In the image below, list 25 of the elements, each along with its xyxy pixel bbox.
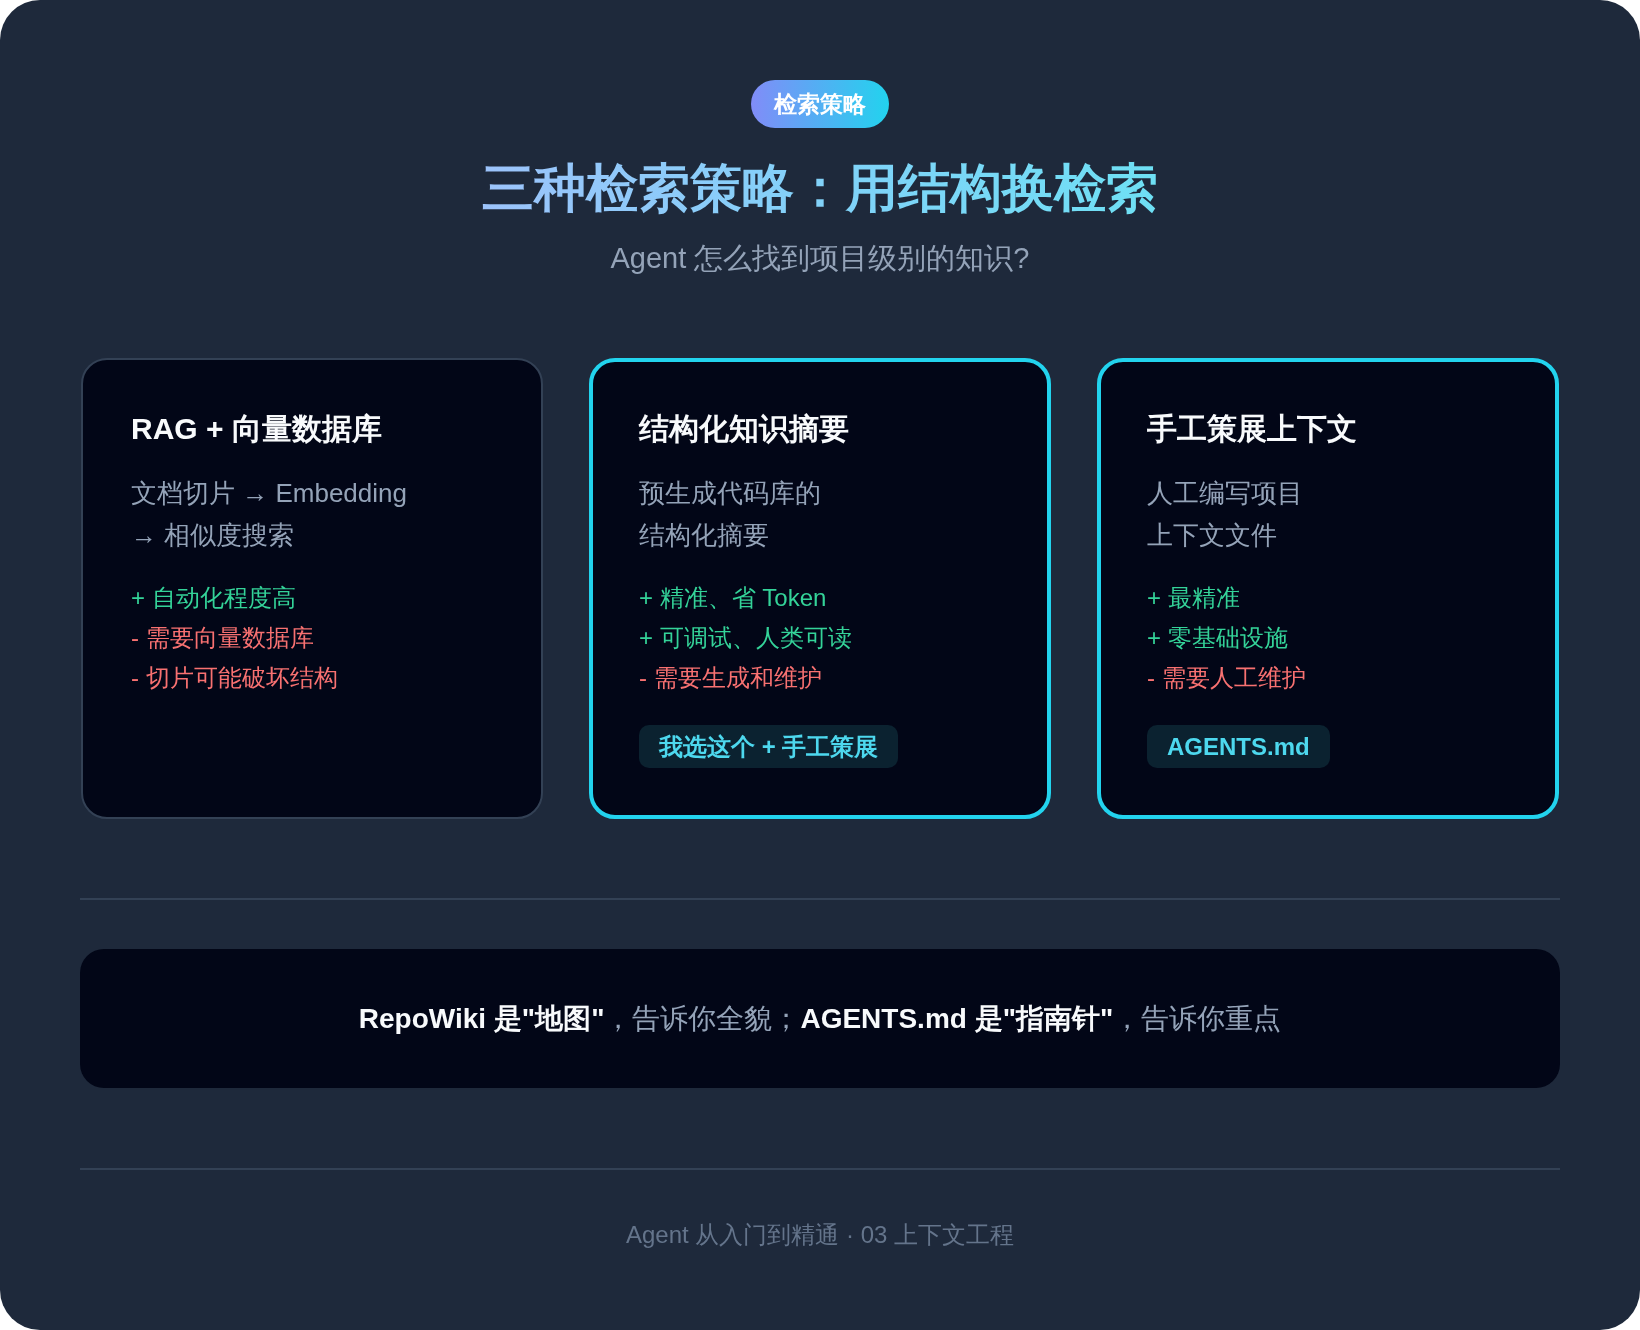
con-item: - 需要生成和维护 xyxy=(639,663,822,693)
card-title: 结构化知识摘要 xyxy=(639,411,849,447)
card-description: 预生成代码库的结构化摘要 xyxy=(639,477,822,552)
con-item: - 需要向量数据库 xyxy=(131,623,314,653)
card-title: 手工策展上下文 xyxy=(1147,411,1357,447)
con-item: - 切片可能破坏结构 xyxy=(131,663,338,693)
pro-item: + 零基础设施 xyxy=(1147,623,1288,653)
strategy-card xyxy=(1097,358,1559,819)
pro-item: + 精准、省 Token xyxy=(639,583,827,613)
subtitle: Agent 怎么找到项目级别的知识? xyxy=(610,241,1030,276)
pro-item: + 最精准 xyxy=(1147,583,1240,613)
strategy-card xyxy=(81,358,543,819)
pro-item: + 自动化程度高 xyxy=(131,583,296,613)
pro-item: + 可调试、人类可读 xyxy=(639,623,852,653)
card-description: 人工编写项目上下文文件 xyxy=(1147,477,1304,552)
summary-text: RepoWiki 是"地图"，告诉你全貌；AGENTS.md 是"指南针"，告诉你重点 xyxy=(358,1001,1282,1036)
category-badge: 检索策略 xyxy=(751,80,889,128)
card-title: RAG + 向量数据库 xyxy=(131,411,382,447)
summary-banner xyxy=(80,949,1560,1088)
card-description: 文档切片 → Embedding → 相似度搜索 xyxy=(131,477,408,552)
strategy-card xyxy=(589,358,1051,819)
highlight-tag: AGENTS.md xyxy=(1147,725,1330,768)
highlight-tag: 我选这个 + 手工策展 xyxy=(639,725,899,768)
footer-text: Agent 从入门到精通 · 03 上下文工程 xyxy=(625,1220,1015,1250)
con-item: - 需要人工维护 xyxy=(1147,663,1306,693)
